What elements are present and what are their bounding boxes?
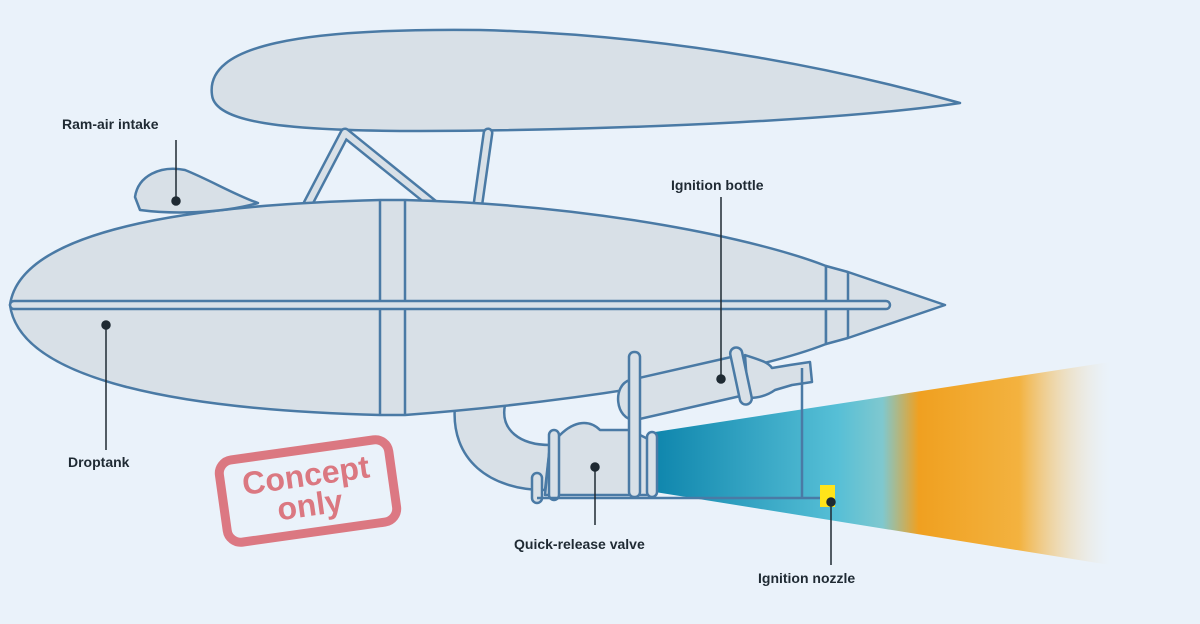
label-droptank: Droptank: [68, 454, 130, 470]
label-ram-air-intake: Ram-air intake: [62, 116, 159, 132]
center-rod: [8, 299, 892, 311]
ignition-bottle: [616, 353, 747, 422]
ram-air-intake: [133, 167, 260, 214]
wing: [210, 28, 962, 133]
label-ignition-bottle: Ignition bottle: [671, 177, 764, 193]
label-ignition-nozzle: Ignition nozzle: [758, 570, 856, 586]
exhaust-flame: [655, 362, 1110, 565]
label-quick-release-valve: Quick-release valve: [514, 536, 645, 552]
